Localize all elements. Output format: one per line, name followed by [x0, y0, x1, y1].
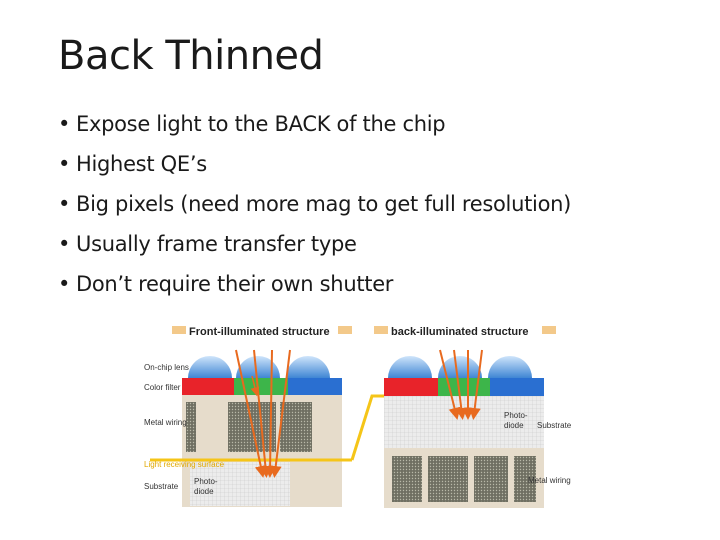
blue-filter — [490, 378, 544, 396]
label-photodiode-1: Photo- — [504, 411, 528, 420]
bullet-dot: • — [58, 152, 71, 176]
label-on-chip-lens: On-chip lens — [144, 363, 189, 372]
bullet-item: •Don’t require their own shutter — [58, 264, 571, 304]
bullet-list: •Expose light to the BACK of the chip •H… — [58, 104, 571, 304]
metal-wiring-block — [514, 456, 536, 502]
back-header-text: back-illuminated structure — [391, 326, 529, 338]
front-lens — [286, 356, 330, 378]
bullet-dot: • — [58, 232, 71, 256]
bullet-text: Big pixels (need more mag to get full re… — [76, 192, 572, 216]
label-metal-wiring: Metal wiring — [528, 476, 571, 485]
bullet-dot: • — [58, 272, 71, 296]
slide-title: Back Thinned — [58, 33, 324, 79]
blue-filter — [288, 378, 342, 395]
label-substrate: Substrate — [144, 482, 179, 491]
front-header: Front-illuminated structure — [172, 326, 352, 338]
green-filter — [234, 378, 288, 395]
metal-wiring-block — [474, 456, 508, 502]
bullet-item: •Highest QE’s — [58, 144, 571, 184]
front-lens — [236, 356, 280, 378]
connector-light-line — [350, 394, 384, 461]
bullet-text: Usually frame transfer type — [76, 232, 357, 256]
bullet-dot: • — [58, 112, 71, 136]
bullet-item: •Usually frame transfer type — [58, 224, 571, 264]
label-metal-wiring: Metal wiring — [144, 418, 187, 427]
back-lens — [438, 356, 482, 378]
back-structure: Photo- diode Substrate Metal wiring — [384, 349, 572, 508]
green-filter — [438, 378, 490, 396]
metal-wiring-block — [428, 456, 468, 502]
front-header-text: Front-illuminated structure — [189, 326, 330, 338]
label-photodiode-1: Photo- — [194, 477, 218, 486]
bullet-item: •Expose light to the BACK of the chip — [58, 104, 571, 144]
back-lens — [388, 356, 432, 378]
metal-wiring-block — [280, 402, 312, 452]
metal-wiring-block — [186, 402, 196, 452]
metal-wiring-block — [392, 456, 422, 502]
bullet-item: •Big pixels (need more mag to get full r… — [58, 184, 571, 224]
bullet-dot: • — [58, 192, 71, 216]
red-filter — [182, 378, 234, 395]
label-photodiode-2: diode — [194, 487, 214, 496]
front-lens — [188, 356, 232, 378]
bullet-text: Expose light to the BACK of the chip — [76, 112, 446, 136]
front-structure: On-chip lens Color filter Metal wiring L… — [144, 349, 352, 507]
label-substrate: Substrate — [537, 421, 572, 430]
red-filter — [384, 378, 438, 396]
label-light-surface: Light receiving surface — [144, 460, 225, 469]
label-color-filter: Color filter — [144, 383, 181, 392]
back-header: back-illuminated structure — [374, 326, 556, 338]
bullet-text: Don’t require their own shutter — [76, 272, 394, 296]
label-photodiode-2: diode — [504, 421, 524, 430]
back-lens — [488, 356, 532, 378]
back-photodiode-layer — [384, 396, 544, 448]
bullet-text: Highest QE’s — [76, 152, 207, 176]
